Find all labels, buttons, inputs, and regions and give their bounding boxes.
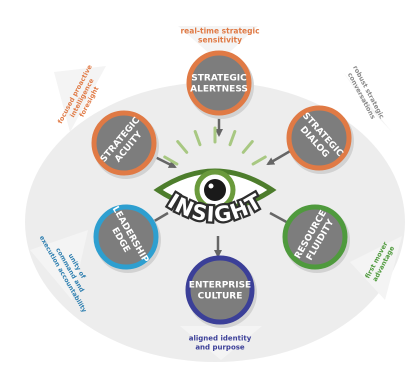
callout-shapes	[30, 26, 402, 360]
eye-ray	[176, 140, 189, 154]
enterprise-culture-label-line: ENTERPRISE	[189, 281, 251, 291]
eye-ray	[241, 140, 254, 154]
eye-ray	[193, 129, 202, 147]
leadership-edge-callout	[30, 230, 88, 300]
eye-ray	[163, 155, 179, 166]
enterprise-culture-label-line: CULTURE	[198, 292, 243, 302]
leadership-edge-circle	[93, 204, 159, 270]
eye-ray	[251, 155, 267, 166]
eye-rays	[163, 126, 267, 166]
eye-highlight	[208, 183, 214, 189]
resource-fluidity-circle	[282, 204, 348, 270]
resource-fluidity-callout	[350, 236, 402, 300]
strategic-dialog-callout	[343, 72, 392, 132]
eye-ray	[228, 129, 237, 147]
strategic-alertness-side-line: real-time strategic	[180, 27, 259, 36]
enterprise-culture-side-line: aligned identity	[189, 335, 252, 343]
enterprise-culture-callout	[180, 326, 262, 360]
strategic-alertness-label-line: STRATEGIC	[191, 74, 247, 84]
enterprise-culture-side-line: and purpose	[195, 344, 245, 352]
strategic-alertness-circle	[186, 50, 252, 116]
insight-eye: INSIGHT	[153, 126, 277, 229]
strategic-alertness-callout	[178, 26, 258, 62]
strategic-dialog-side-label: robust strategicconversations	[344, 64, 386, 124]
strategic-alertness-side-line: sensitivity	[198, 36, 242, 45]
eye-pupil	[204, 179, 226, 201]
strategic-dialog-circle	[286, 105, 352, 171]
strategic-acuity-callout	[54, 66, 106, 132]
strategic-acuity-circle	[91, 110, 157, 176]
enterprise-culture-circle	[185, 255, 255, 325]
strategic-dialog-arrow	[266, 148, 293, 166]
strategic-alertness-label-line: ALERTNESS	[190, 85, 248, 95]
